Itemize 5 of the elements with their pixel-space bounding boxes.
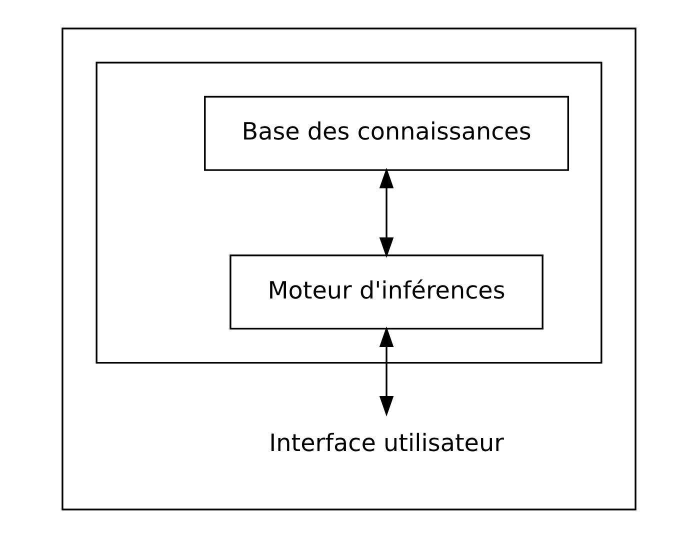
node-box: Moteur d'inférences [229, 254, 543, 330]
node-box: Base des connaissances [204, 96, 569, 171]
cluster [95, 62, 602, 364]
arrow [378, 168, 394, 258]
arrow [378, 326, 394, 416]
